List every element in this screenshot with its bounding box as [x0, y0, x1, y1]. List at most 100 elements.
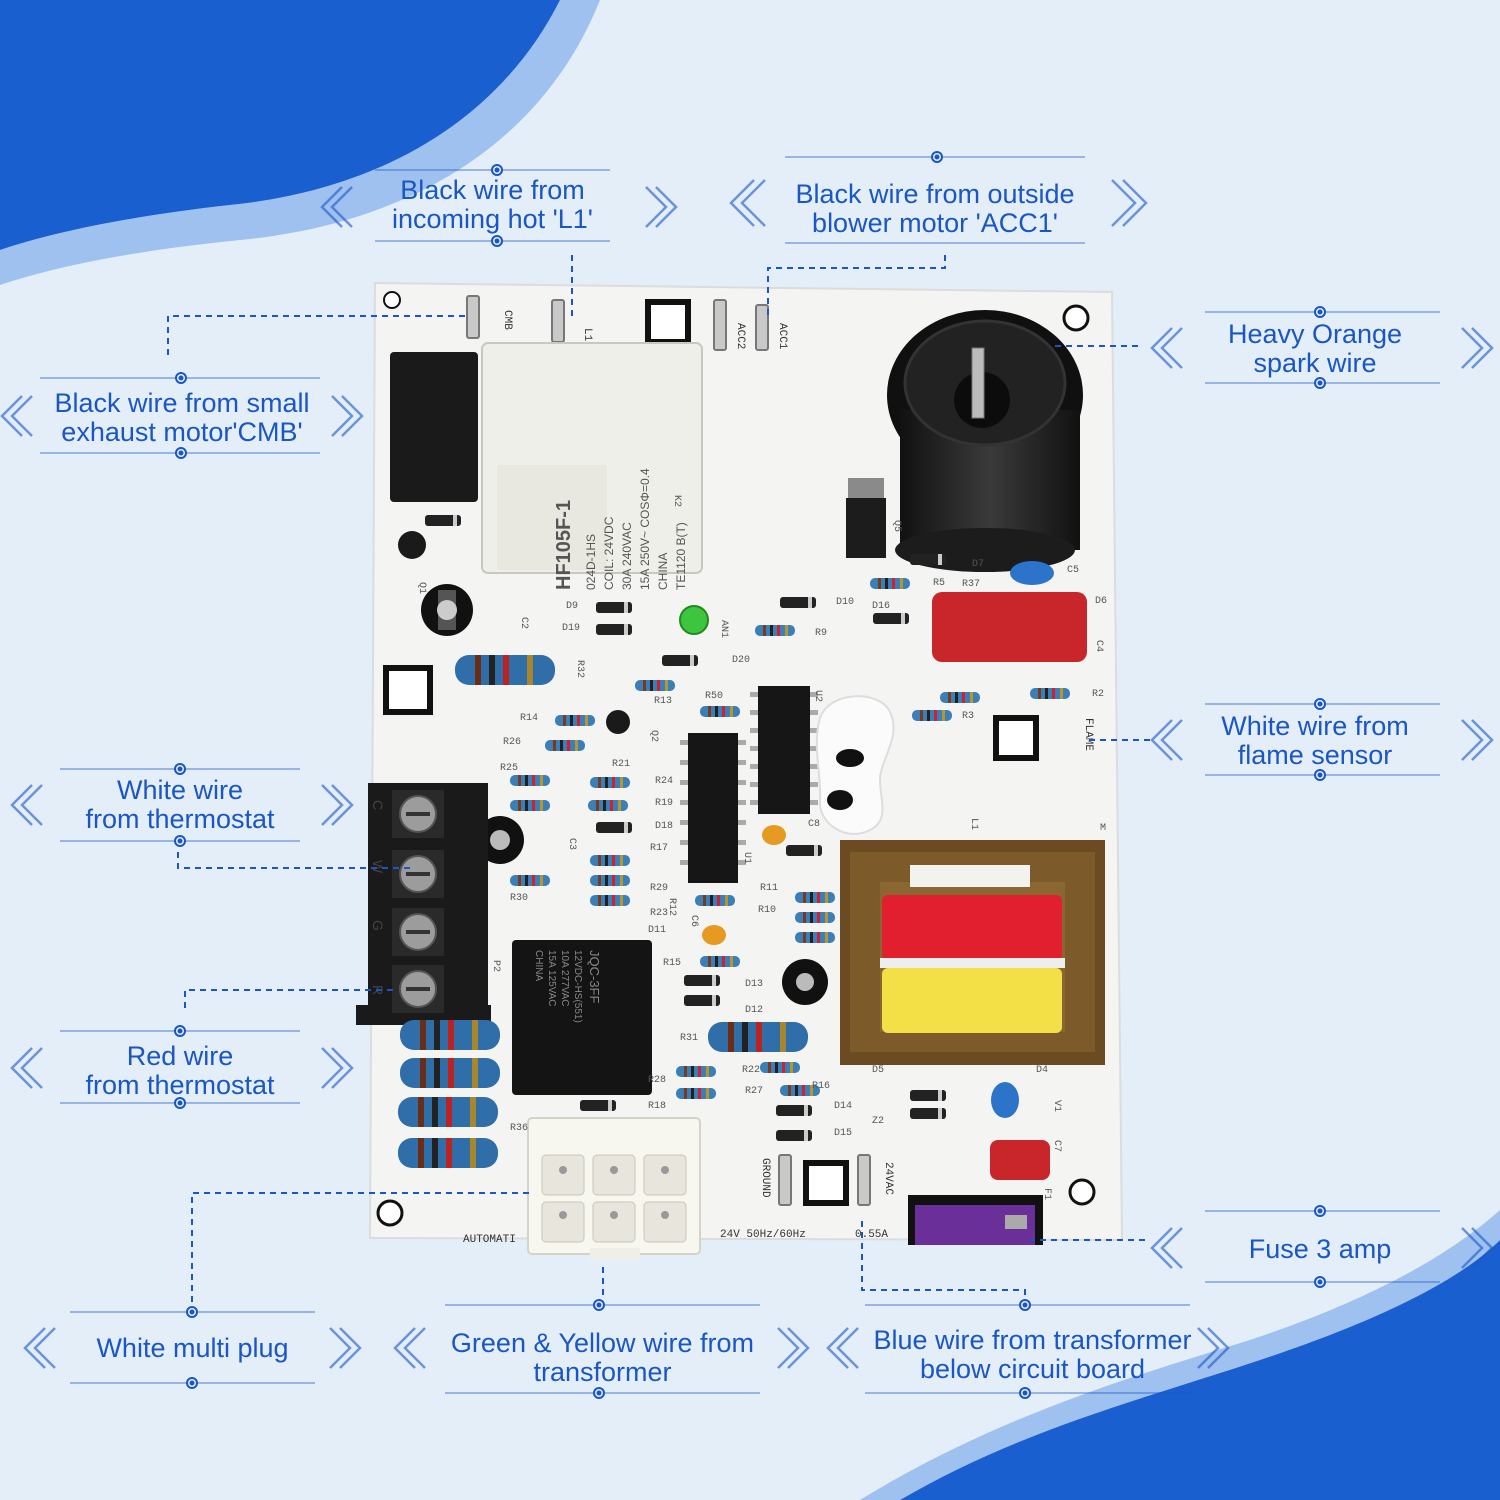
ref-label: R9: [815, 628, 827, 639]
ref-label: R26: [503, 737, 521, 748]
callout-w: White wire from thermostat: [60, 776, 300, 834]
small-relay: JQC-3FF 12VDC-HS(551) 10A 277VAC 15A 125…: [512, 940, 652, 1095]
leader-lines: [167, 255, 1150, 1302]
svg-text:10A 277VAC: 10A 277VAC: [559, 950, 570, 1007]
callout-green-yellow-line1: Green & Yellow wire from: [450, 1328, 755, 1358]
callout-w-line1: White wire: [116, 775, 244, 805]
black-component: [390, 352, 478, 502]
mount-hole: [993, 715, 1039, 761]
ref-label: Z2: [872, 1116, 884, 1127]
ref-label: R16: [812, 1081, 830, 1092]
top-left-swoosh: [0, 0, 560, 250]
svg-text:024D-1HS: 024D-1HS: [584, 534, 598, 590]
ref-label: D6: [1095, 596, 1107, 607]
callout-acc1: Black wire from outside blower motor 'AC…: [775, 180, 1095, 238]
svg-text:CHINA: CHINA: [656, 553, 670, 590]
pin-label-l1: L1: [581, 328, 593, 342]
ref-label: V1: [1051, 1100, 1062, 1112]
power-transformer: [840, 840, 1105, 1065]
callout-fuse-line1: Fuse 3 amp: [1248, 1234, 1392, 1264]
svg-text:30A 240VAC: 30A 240VAC: [620, 522, 634, 590]
ref-label: C7: [1051, 1140, 1062, 1152]
ref-label: R17: [650, 843, 668, 854]
callout-spark-line2: spark wire: [1253, 348, 1377, 378]
ref-label: R23: [650, 908, 668, 919]
callout-r-line2: from thermostat: [85, 1070, 275, 1100]
callout-plug-line1: White multi plug: [96, 1333, 289, 1363]
ref-label: D7: [972, 559, 984, 570]
mount-hole: [383, 665, 433, 715]
ref-label: AN1: [718, 620, 729, 638]
svg-text:12VDC-HS(551): 12VDC-HS(551): [572, 950, 583, 1023]
mount-hole: [645, 299, 691, 345]
callout-cmb-line1: Black wire from small: [54, 388, 310, 418]
callout-cmb: Black wire from small exhaust motor'CMB': [36, 389, 328, 447]
ref-label: R11: [760, 883, 778, 894]
ref-label: D13: [745, 979, 763, 990]
ref-label: R36: [510, 1123, 528, 1134]
transistor-q2: [606, 710, 630, 734]
ref-label: D10: [836, 597, 854, 608]
q5-regulator: [846, 478, 886, 558]
pin-label-ground: GROUND: [759, 1158, 771, 1198]
ref-label: C2: [518, 617, 529, 629]
ref-label: R29: [650, 883, 668, 894]
terminal-label-c: C: [370, 800, 386, 810]
big-resistor: [400, 1058, 500, 1088]
callout-cmb-line2: exhaust motor'CMB': [61, 417, 303, 447]
ref-label: R12: [666, 898, 677, 916]
svg-text:TE1120 B(T): TE1120 B(T): [674, 522, 688, 590]
callout-spark-line1: Heavy Orange: [1227, 319, 1403, 349]
board-text-automatic: AUTOMATI: [463, 1234, 516, 1246]
mount-hole: [1068, 1178, 1096, 1206]
bottom-right-swoosh-light: [860, 1210, 1500, 1500]
red-capacitor-c4: [932, 592, 1087, 662]
callout-green-yellow-line2: transformer: [533, 1357, 672, 1387]
callout-r-line1: Red wire: [126, 1041, 234, 1071]
callout-flame-line1: White wire from: [1221, 711, 1409, 741]
pin-label-24vac: 24VAC: [882, 1162, 894, 1195]
ref-label: R28: [648, 1075, 666, 1086]
ref-label: D15: [834, 1128, 852, 1139]
callout-fuse: Fuse 3 amp: [1200, 1235, 1440, 1264]
ref-label: R22: [742, 1065, 760, 1076]
ref-label: D11: [648, 925, 666, 936]
ref-label: D12: [745, 1005, 763, 1016]
top-left-swoosh-light: [0, 0, 600, 285]
mount-hole: [383, 291, 401, 309]
ic-u1: [680, 733, 746, 883]
pin-label-cmb: CMB: [501, 310, 513, 330]
orange-capacitor: [762, 825, 786, 845]
ref-label: D14: [834, 1101, 852, 1112]
ref-label: D9: [566, 601, 578, 612]
pin-label-flame: FLAME: [1082, 718, 1094, 751]
ref-label: M: [1100, 823, 1106, 834]
callout-flame-line2: flame sensor: [1237, 740, 1393, 770]
ref-label: K2: [671, 495, 682, 507]
spade-pins: [466, 295, 871, 1206]
blue-capacitor-c5: [1010, 561, 1054, 585]
big-resistor: [398, 1138, 498, 1168]
big-resistor: [398, 1097, 498, 1127]
ref-label: R27: [745, 1086, 763, 1097]
ref-label: R5: [933, 578, 945, 589]
ref-label: D18: [655, 821, 673, 832]
callout-l1-line2: incoming hot 'L1': [392, 204, 593, 234]
terminal-label-w: W: [370, 860, 386, 874]
terminal-label-g: G: [370, 920, 386, 931]
ref-label: Q1: [416, 582, 427, 594]
ref-label: R21: [612, 759, 630, 770]
callout-acc1-line2: blower motor 'ACC1': [812, 208, 1058, 238]
ref-label: D20: [732, 655, 750, 666]
callout-plug: White multi plug: [70, 1334, 315, 1363]
big-resistor: [708, 1022, 808, 1052]
callout-flame: White wire from flame sensor: [1195, 712, 1435, 770]
callout-acc1-line1: Black wire from outside: [795, 179, 1075, 209]
ic-u2: [750, 686, 818, 814]
callout-blue-line1: Blue wire from transformer: [873, 1325, 1192, 1355]
ref-label: R18: [648, 1101, 666, 1112]
ref-label: R15: [663, 958, 681, 969]
svg-text:15A 125VAC: 15A 125VAC: [546, 950, 557, 1007]
